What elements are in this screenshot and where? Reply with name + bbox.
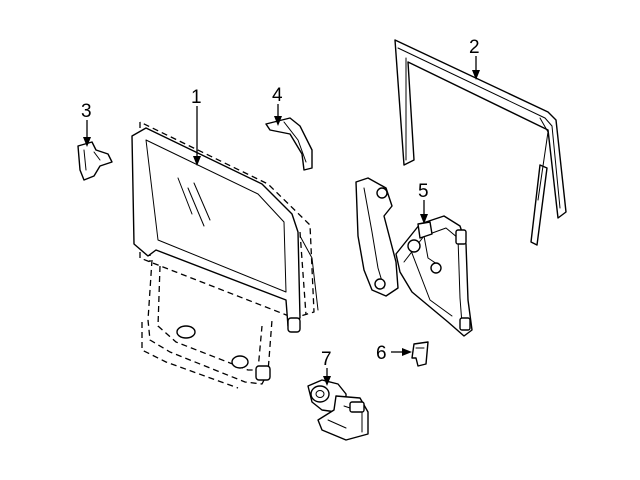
callout-6: 6 <box>376 343 387 364</box>
clip-icon <box>411 341 429 367</box>
callout-4: 4 <box>272 85 283 106</box>
molding-icon <box>265 117 313 171</box>
callout-5: 5 <box>418 181 429 202</box>
window-regulator-icon <box>355 177 473 337</box>
bracket-icon <box>77 141 113 181</box>
callout-2: 2 <box>469 37 480 58</box>
callout-1: 1 <box>191 87 202 108</box>
callout-7: 7 <box>321 349 332 370</box>
window-motor-icon <box>307 379 369 441</box>
run-channel-icon <box>394 39 567 246</box>
glass-icon <box>131 121 319 389</box>
callout-arrows <box>83 56 480 386</box>
callout-3: 3 <box>81 101 92 122</box>
